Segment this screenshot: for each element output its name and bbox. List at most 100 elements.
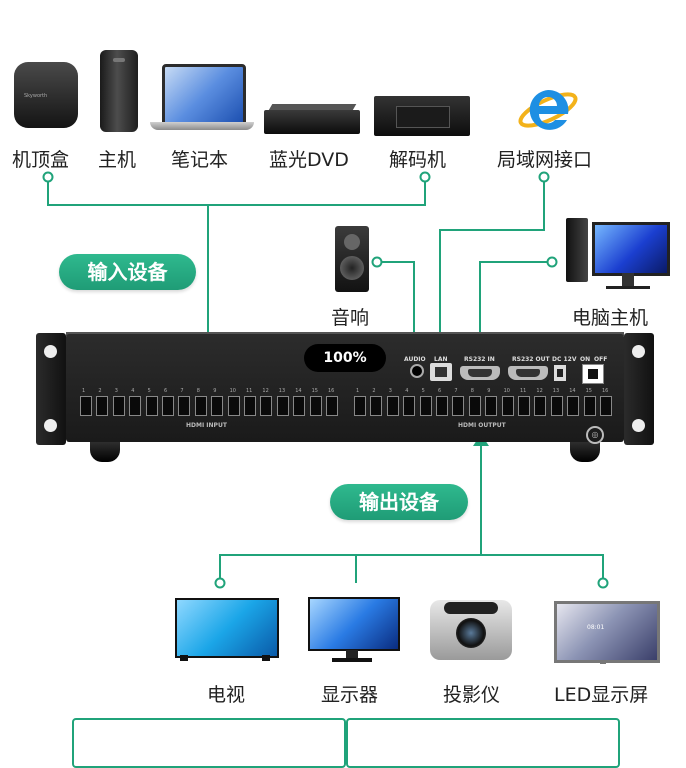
rs232-in-label: RS232 IN [464,356,495,363]
output-port-number: 11 [520,388,527,394]
output-port-number: 7 [454,388,458,394]
label-decoder: 解码机 [389,149,447,171]
bluray-dvd-icon [264,110,360,134]
rs232-out-port [508,366,548,380]
input-hdmi-port [211,396,224,416]
desktop-computer-icon [566,218,588,282]
output-port-number: 6 [438,388,442,394]
tv-leg [262,655,270,661]
rs232-out-label: RS232 OUT [512,356,550,363]
input-port-number: 1 [82,388,86,394]
output-hdmi-port [452,396,465,416]
internet-explorer-icon [518,89,578,130]
output-devices-badge: 输出设备 [330,484,468,520]
input-hdmi-port [260,396,273,416]
label-set-top-box: 机顶盒 [12,149,70,171]
dc-label: DC 12V [552,356,577,363]
node [538,171,550,183]
lan-port-label: LAN [434,356,448,363]
desktop-monitor-foot [606,286,650,289]
node [42,171,54,183]
input-port-number: 3 [114,388,118,394]
tv-leg [180,655,188,661]
rack-ear-right [624,333,654,445]
output-hdmi-port [354,396,366,416]
laptop-base [150,122,254,130]
label-control-pc: 电脑主机 [572,307,649,329]
label-pc: 主机 [98,149,137,171]
output-hdmi-port [600,396,612,416]
input-hdmi-port [129,396,142,416]
led-screen-time: 08:01 [587,624,605,631]
tv-icon [175,598,279,658]
label-bluray: 蓝光DVD [269,149,349,171]
output-port-number: 1 [356,388,360,394]
input-port-number: 5 [147,388,151,394]
output-port-number: 12 [536,388,543,394]
input-devices-badge: 输入设备 [59,254,196,290]
output-port-number: 14 [569,388,576,394]
power-switch[interactable] [582,364,604,384]
node [597,577,609,589]
level-display: 100% [304,344,386,372]
brand-logo-icon: ◎ [586,426,604,444]
output-port-number: 5 [421,388,425,394]
output-port-number: 16 [602,388,609,394]
hdmi-output-group [346,718,620,768]
output-port-number: 13 [552,388,560,394]
input-hdmi-port [80,396,92,416]
input-hdmi-port [194,396,207,416]
chassis-foot-right [570,440,600,462]
hdmi-input-group [72,718,346,768]
chassis-foot-left [90,440,120,462]
label-led-screen: LED显示屏 [554,684,649,706]
input-hdmi-port [293,396,306,416]
input-port-number: 4 [131,388,135,394]
output-hdmi-port [419,396,432,416]
projector-icon [430,600,512,660]
rs232-in-port [460,366,500,380]
label-projector: 投影仪 [443,684,501,706]
audio-port-label: AUDIO [404,356,426,363]
hdmi-input-label: HDMI INPUT [186,422,227,429]
monitor-stand [346,650,358,658]
pc-tower-icon [100,50,138,132]
output-hdmi-port [436,396,448,416]
input-hdmi-port [112,396,125,416]
output-hdmi-port [501,396,514,416]
node [371,256,383,268]
output-port-number: 10 [503,388,510,394]
label-monitor: 显示器 [321,684,379,706]
output-hdmi-port [370,396,383,416]
output-port-number: 4 [405,388,409,394]
input-port-number: 13 [278,388,286,394]
node [214,577,226,589]
input-hdmi-port [178,396,191,416]
output-port-number: 3 [388,388,392,394]
hdmi-matrix-switcher: 100% AUDIO LAN RS232 IN RS232 OUT DC 12V… [66,334,624,768]
input-port-number: 7 [180,388,184,394]
audio-jack [410,364,424,378]
input-hdmi-port [162,396,174,416]
power-off-label: OFF [594,356,608,363]
label-laptop: 笔记本 [171,149,229,171]
led-screen-icon: 08:01 [554,601,660,663]
input-hdmi-port [326,396,338,416]
input-hdmi-port [96,396,109,416]
input-hdmi-port [276,396,289,416]
speaker-icon [335,226,369,292]
set-top-box-icon: Skyworth [14,62,78,128]
output-hdmi-port [518,396,530,416]
desktop-monitor-stand [622,273,634,287]
output-hdmi-port [403,396,416,416]
label-speaker: 音响 [331,307,370,329]
output-port-number: 2 [372,388,376,394]
output-hdmi-port [485,396,498,416]
input-port-number: 12 [262,388,269,394]
rack-ear-left [36,333,66,445]
output-hdmi-port [386,396,399,416]
hdmi-output-label: HDMI OUTPUT [458,422,506,429]
input-port-number: 9 [213,388,217,394]
node [546,256,558,268]
stb-logo-text: Skyworth [24,93,48,99]
